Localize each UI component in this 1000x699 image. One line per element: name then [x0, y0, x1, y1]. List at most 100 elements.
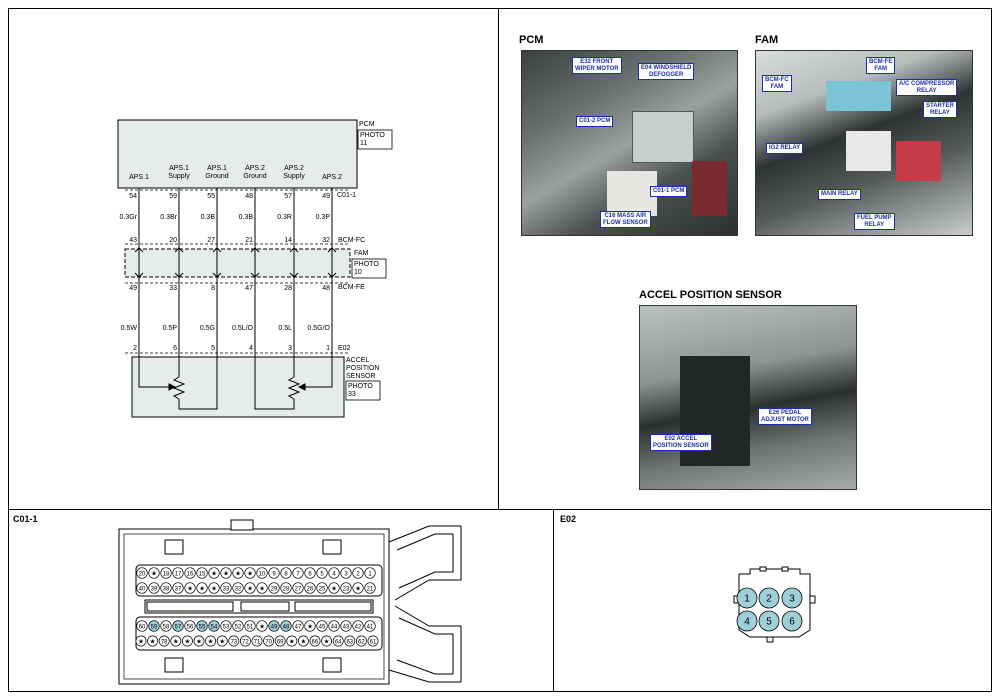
- c01-pin-label: ★: [184, 638, 190, 646]
- fam-photo-line2: 10: [354, 269, 362, 276]
- c01-pin: [147, 635, 159, 647]
- wire-function-label: Ground: [243, 173, 267, 180]
- c01-pin-label: 54: [211, 625, 218, 631]
- c01-pin: [196, 582, 208, 594]
- bcm-fe-pin-number: 28: [284, 285, 292, 292]
- c01-pin-label: ★: [138, 638, 144, 646]
- wire-color-top: 0.3B: [200, 214, 215, 221]
- e02-pin: [736, 587, 758, 609]
- c01-pin-label: 53: [223, 625, 230, 631]
- c01-pin: [328, 567, 340, 579]
- c01-pin: [304, 582, 316, 594]
- c01-pin: [172, 567, 184, 579]
- c01-pin: [208, 582, 220, 594]
- c01-pin-label: ★: [173, 638, 179, 646]
- e02-pin-label: 6: [789, 617, 795, 628]
- c01-pin: [148, 582, 160, 594]
- c01-pin-label: 41: [367, 625, 374, 631]
- e02-pin-label: 5: [766, 617, 772, 628]
- bcm-fe-pin-number: 49: [129, 285, 137, 292]
- bcm-fc-pin-number: 32: [322, 237, 330, 244]
- c01-pin: [304, 620, 316, 632]
- c01-pin: [352, 567, 364, 579]
- c01-pin: [268, 582, 280, 594]
- c01-pin: [136, 567, 148, 579]
- bcm-fc-pin-number: 14: [284, 237, 292, 244]
- c01-pin: [274, 635, 286, 647]
- c01-pin: [170, 635, 182, 647]
- pcm-callout-wiper: E32 FRONT WIPER MOTOR: [572, 57, 622, 74]
- c01-pin: [316, 567, 328, 579]
- pcm-name: PCM: [359, 121, 375, 128]
- potentiometer-1: [138, 357, 218, 410]
- c01-pin-label: ★: [208, 638, 214, 646]
- c01-pin: [280, 620, 292, 632]
- c01-pin-label: ★: [199, 585, 205, 593]
- schematic-panel: PCM PHOTO 11 FAM PHOTO 10 ACCEL POSITION…: [8, 8, 499, 510]
- c01-pin-label: ★: [289, 638, 295, 646]
- wire-color-top: 0.3B: [238, 214, 253, 221]
- c01-pin: [136, 620, 148, 632]
- c01-pin-label: ★: [151, 570, 157, 578]
- bcm-fe-pin-number: 48: [322, 285, 330, 292]
- sensor-pin-number: 6: [173, 345, 177, 352]
- pcm-pin-number: 54: [129, 193, 137, 200]
- c01-pin: [352, 620, 364, 632]
- c01-pin: [160, 567, 172, 579]
- bcm-fe-pin-number: 8: [211, 285, 215, 292]
- c01-pin: [316, 582, 328, 594]
- c01-pin: [160, 620, 172, 632]
- c01-pin-label: 7: [296, 572, 300, 578]
- wire-color-top: 0.3Gr: [119, 214, 137, 221]
- c01-pin-label: ★: [187, 585, 193, 593]
- c01-pin-label: 17: [175, 572, 182, 578]
- fam-callout-main-relay: MAIN RELAY: [818, 189, 861, 200]
- pcm-photo: E32 FRONT WIPER MOTOR E04 WINDSHIELD DEF…: [521, 50, 738, 236]
- sensor-pin-number: 4: [249, 345, 253, 352]
- c01-pin: [280, 582, 292, 594]
- pcm-pin-number: 59: [169, 193, 177, 200]
- c01-pin-label: 43: [343, 625, 350, 631]
- c01-pin: [256, 620, 268, 632]
- c01-pin: [309, 635, 321, 647]
- c01-pin-label: 48: [283, 625, 290, 631]
- bcm-fc-pin-number: 20: [169, 237, 177, 244]
- c01-pin: [268, 620, 280, 632]
- pcm-photo-box: [357, 129, 393, 150]
- c01-pin-label: ★: [307, 623, 313, 631]
- wire-color-bottom: 0.5G/O: [307, 325, 330, 332]
- sensor-name-line2: POSITION: [346, 365, 380, 372]
- c01-pin: [160, 582, 172, 594]
- c01-pin-label: ★: [259, 585, 265, 593]
- c01-pin-label: 16: [187, 572, 194, 578]
- c01-pin: [158, 635, 170, 647]
- c01-pin: [364, 620, 376, 632]
- c01-pin-label: 42: [355, 625, 362, 631]
- c01-pin: [196, 620, 208, 632]
- e02-pin: [758, 610, 780, 632]
- c01-pin-label: 40: [139, 587, 146, 593]
- potentiometer-2: [254, 357, 333, 410]
- c01-pin-label: ★: [150, 638, 156, 646]
- pcm-callout-c01-2: C01-2 PCM: [576, 116, 614, 127]
- c01-pin: [256, 567, 268, 579]
- c01-pin: [292, 567, 304, 579]
- wire-function-label: APS.2: [245, 165, 265, 172]
- pcm-pin-number: 55: [207, 193, 215, 200]
- c01-pin: [292, 620, 304, 632]
- c01-pin-label: 29: [271, 587, 278, 593]
- fam-callout-bcm-fe: BCM-FE FAM: [866, 57, 896, 74]
- sensor-photo: E26 PEDAL ADJUST MOTOR E02 ACCEL POSITIO…: [639, 305, 857, 490]
- bcm-fc-pin-number: 27: [207, 237, 215, 244]
- e02-connector-label: E02: [338, 345, 351, 352]
- c01-pin-label: 33: [223, 587, 230, 593]
- pcm-box: [117, 119, 358, 189]
- c01-pin: [239, 635, 251, 647]
- c01-pin-label: ★: [223, 570, 229, 578]
- c01-pin: [148, 567, 160, 579]
- bcm-fc-pin-number: 21: [245, 237, 253, 244]
- c01-pin: [286, 635, 298, 647]
- wire-function-label: Ground: [205, 173, 229, 180]
- c01-pin-label: 47: [295, 625, 302, 631]
- fam-name: FAM: [354, 250, 369, 257]
